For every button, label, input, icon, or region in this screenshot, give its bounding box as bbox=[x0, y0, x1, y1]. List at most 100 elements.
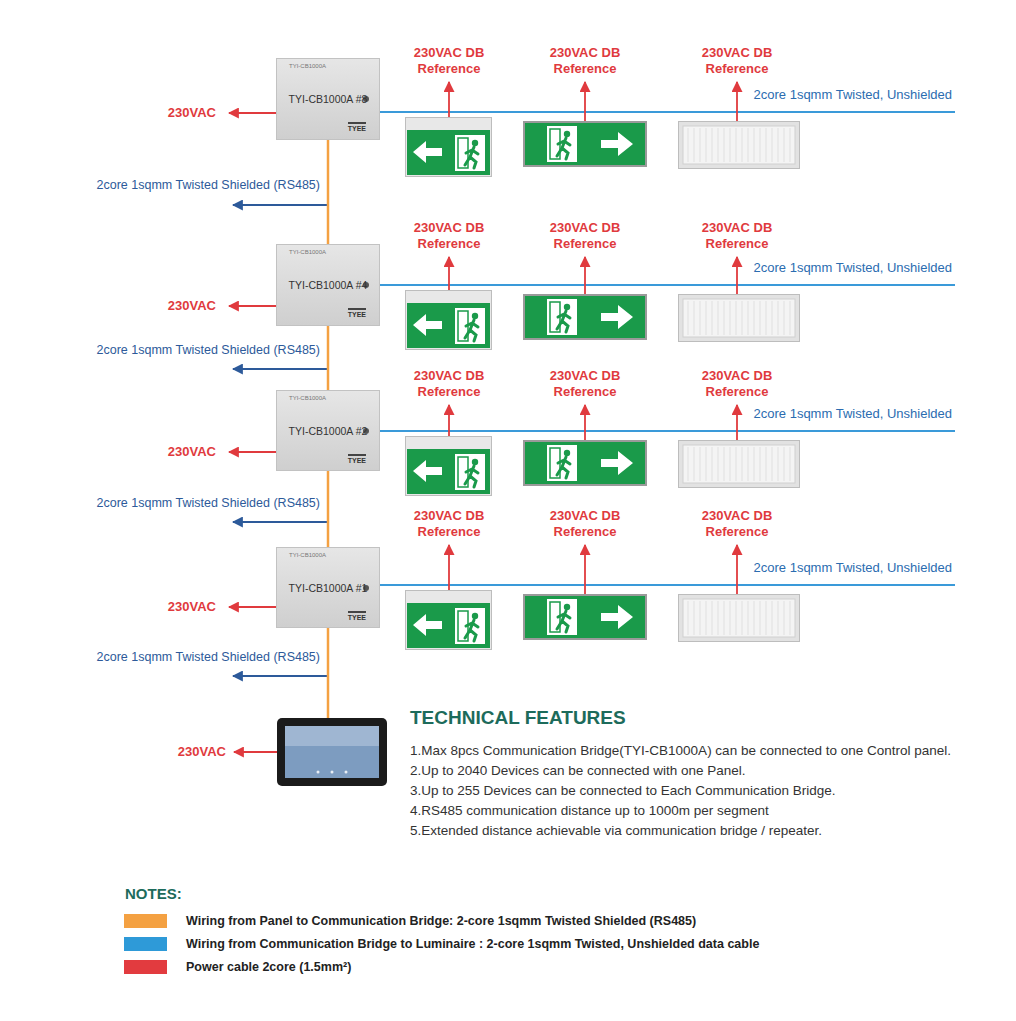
power-arrow bbox=[736, 82, 738, 121]
notes-heading: NOTES: bbox=[125, 886, 325, 902]
power-reference: 230VAC DB Reference bbox=[535, 368, 635, 400]
feature-line: 2.Up to 2040 Devices can be connected wi… bbox=[410, 763, 1010, 779]
cable-label: 2core 1sqmm Twisted, Unshielded bbox=[692, 87, 952, 103]
bridge-name: TYI-CB1000A #4 bbox=[277, 279, 379, 291]
power-label: 230VAC bbox=[160, 744, 226, 760]
power-reference: 230VAC DB Reference bbox=[535, 508, 635, 540]
exit-sign-right bbox=[524, 441, 646, 485]
communication-bridge: TYI-CB1000A TYI-CB1000A #1 TYEE bbox=[276, 547, 380, 628]
exit-sign-left bbox=[406, 437, 492, 496]
power-arrow bbox=[584, 257, 586, 294]
power-arrow bbox=[229, 112, 276, 114]
bulkhead-luminaire bbox=[679, 295, 800, 342]
rs485-wire bbox=[327, 471, 330, 547]
brand-logo: TYEE bbox=[348, 611, 366, 621]
power-reference: 230VAC DB Reference bbox=[687, 368, 787, 400]
model-caption: TYI-CB1000A bbox=[289, 552, 326, 558]
legend-swatch bbox=[124, 937, 167, 951]
power-reference: 230VAC DB Reference bbox=[399, 368, 499, 400]
power-arrow bbox=[584, 545, 586, 594]
cable-label: 2core 1sqmm Twisted, Unshielded bbox=[692, 560, 952, 576]
communication-bridge: TYI-CB1000A TYI-CB1000A #4 TYEE bbox=[276, 244, 380, 326]
power-reference: 230VAC DB Reference bbox=[535, 220, 635, 252]
legend-text: Wiring from Panel to Communication Bridg… bbox=[186, 913, 696, 929]
brand-logo: TYEE bbox=[348, 122, 366, 132]
legend-swatch bbox=[124, 960, 167, 974]
exit-sign-left bbox=[406, 118, 492, 177]
brand-logo: TYEE bbox=[348, 454, 366, 464]
row-1 bbox=[229, 545, 955, 676]
power-arrow bbox=[448, 257, 450, 290]
rs485-wire bbox=[327, 140, 330, 244]
feature-line: 4.RS485 communication distance up to 100… bbox=[410, 803, 1010, 819]
power-reference: 230VAC DB Reference bbox=[687, 220, 787, 252]
power-arrow bbox=[234, 751, 277, 753]
rs485-arrow bbox=[233, 368, 328, 370]
rs485-wire bbox=[327, 326, 330, 390]
power-arrow bbox=[584, 82, 586, 121]
power-label: 230VAC bbox=[150, 444, 216, 460]
luminaire-data-cable bbox=[380, 111, 955, 113]
power-reference: 230VAC DB Reference bbox=[535, 45, 635, 77]
power-arrow bbox=[736, 257, 738, 294]
bridge-name: TYI-CB1000A #1 bbox=[277, 582, 379, 594]
luminaire-data-cable bbox=[380, 584, 955, 586]
power-label: 230VAC bbox=[150, 298, 216, 314]
exit-sign-left bbox=[406, 291, 492, 350]
cable-label: 2core 1sqmm Twisted, Unshielded bbox=[692, 260, 952, 276]
screen-icon bbox=[317, 771, 320, 774]
exit-sign-right bbox=[524, 595, 646, 639]
power-reference: 230VAC DB Reference bbox=[399, 220, 499, 252]
rs485-cable-label: 2core 1sqmm Twisted Shielded (RS485) bbox=[60, 495, 320, 511]
communication-bridge: TYI-CB1000A TYI-CB1000A #2 TYEE bbox=[276, 390, 380, 471]
bridge-name: TYI-CB1000A #8 bbox=[277, 93, 379, 105]
power-reference: 230VAC DB Reference bbox=[399, 45, 499, 77]
power-arrow bbox=[584, 405, 586, 440]
power-arrow bbox=[448, 545, 450, 590]
power-reference: 230VAC DB Reference bbox=[687, 508, 787, 540]
rs485-arrow bbox=[233, 204, 328, 206]
rs485-cable-label: 2core 1sqmm Twisted Shielded (RS485) bbox=[60, 649, 320, 665]
panel-rs485-wire bbox=[327, 628, 330, 718]
tablet-screen bbox=[285, 726, 379, 778]
tablet-body bbox=[277, 718, 387, 786]
luminaire-data-cable bbox=[380, 284, 955, 286]
power-arrow bbox=[229, 305, 276, 307]
power-label: 230VAC bbox=[150, 599, 216, 615]
legend-text: Wiring from Communication Bridge to Lumi… bbox=[186, 936, 759, 952]
luminaire-data-cable bbox=[380, 430, 955, 432]
legend-text: Power cable 2core (1.5mm²) bbox=[186, 959, 351, 975]
power-arrow bbox=[736, 545, 738, 594]
model-caption: TYI-CB1000A bbox=[289, 395, 326, 401]
power-reference: 230VAC DB Reference bbox=[399, 508, 499, 540]
communication-bridge: TYI-CB1000A TYI-CB1000A #8 TYEE bbox=[276, 58, 380, 140]
bridge-name: TYI-CB1000A #2 bbox=[277, 425, 379, 437]
bulkhead-luminaire bbox=[679, 595, 800, 642]
screen-icon bbox=[331, 771, 334, 774]
power-arrow bbox=[736, 405, 738, 440]
power-label: 230VAC bbox=[150, 105, 216, 121]
model-caption: TYI-CB1000A bbox=[289, 249, 326, 255]
brand-logo: TYEE bbox=[348, 308, 366, 318]
tablet-screen-band bbox=[285, 726, 379, 746]
legend-swatch bbox=[124, 914, 167, 928]
power-arrow bbox=[229, 451, 276, 453]
exit-sign-right bbox=[524, 122, 646, 166]
power-arrow bbox=[448, 405, 450, 436]
power-arrow bbox=[448, 82, 450, 117]
feature-line: 1.Max 8pcs Communication Bridge(TYI-CB10… bbox=[410, 743, 1010, 759]
bulkhead-luminaire bbox=[679, 441, 800, 488]
exit-sign-right bbox=[524, 295, 646, 339]
cable-label: 2core 1sqmm Twisted, Unshielded bbox=[692, 406, 952, 422]
rs485-cable-label: 2core 1sqmm Twisted Shielded (RS485) bbox=[60, 177, 320, 193]
rs485-cable-label: 2core 1sqmm Twisted Shielded (RS485) bbox=[60, 342, 320, 358]
rs485-arrow bbox=[233, 675, 328, 677]
power-reference: 230VAC DB Reference bbox=[687, 45, 787, 77]
rs485-arrow bbox=[233, 521, 328, 523]
exit-sign-left bbox=[406, 591, 492, 650]
feature-line: 3.Up to 255 Devices can be connected to … bbox=[410, 783, 1010, 799]
model-caption: TYI-CB1000A bbox=[289, 63, 326, 69]
